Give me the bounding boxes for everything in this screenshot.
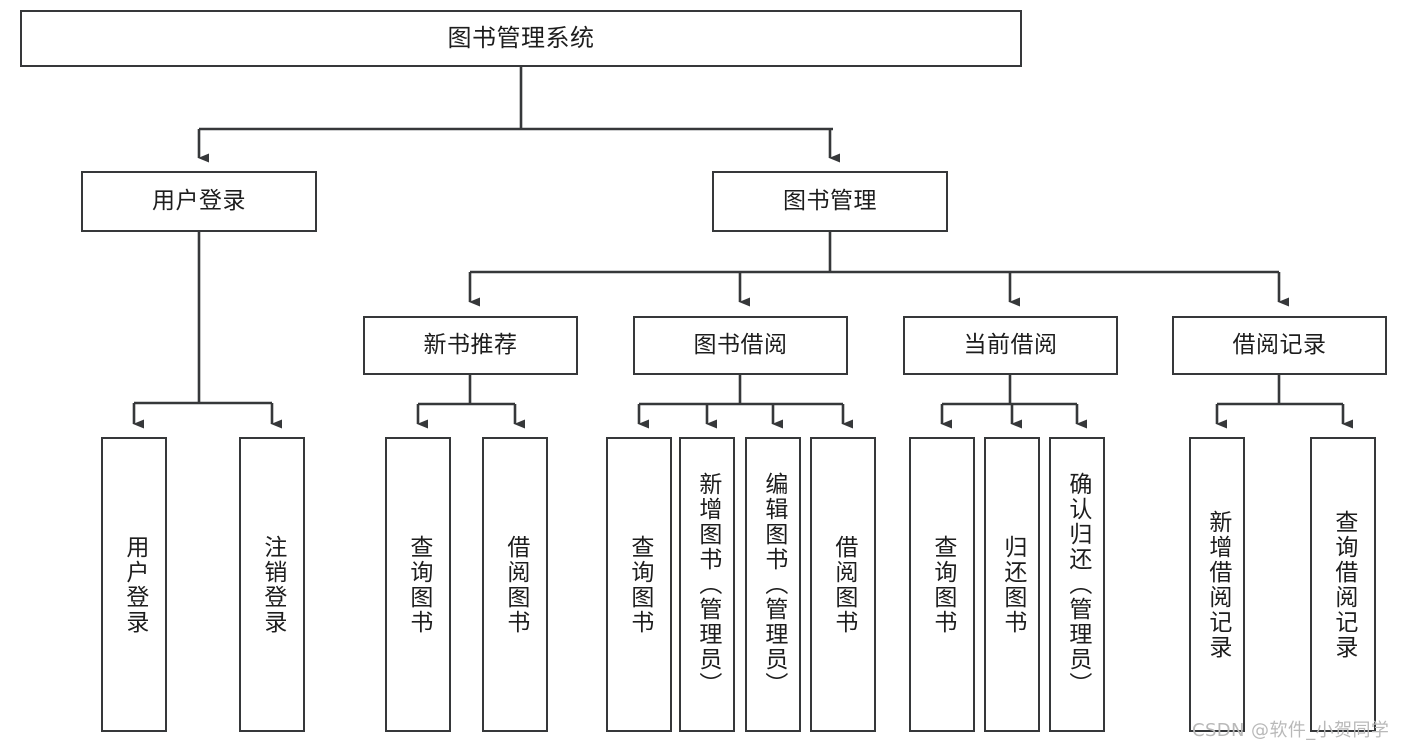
node-current-borrow-label: 当前借阅 xyxy=(963,332,1058,359)
node-root-label: 图书管理系统 xyxy=(447,23,595,52)
node-new-book-recommend[interactable]: 新书推荐 xyxy=(363,316,578,375)
leaf-return-book-label: 归还图书 xyxy=(999,534,1026,635)
leaf-user-login-label: 用户登录 xyxy=(121,534,148,635)
node-user-login[interactable]: 用户登录 xyxy=(81,171,317,232)
node-user-login-label: 用户登录 xyxy=(152,188,246,215)
node-root[interactable]: 图书管理系统 xyxy=(20,10,1022,67)
leaf-borrow-book[interactable]: 借阅图书 xyxy=(810,437,876,732)
leaf-add-book-admin[interactable]: 新增图书（管理员） xyxy=(679,437,735,732)
leaf-edit-book-admin[interactable]: 编辑图书（管理员） xyxy=(745,437,801,732)
leaf-query-book-recommend[interactable]: 查询图书 xyxy=(385,437,451,732)
node-book-management-label: 图书管理 xyxy=(783,188,877,215)
node-book-borrow[interactable]: 图书借阅 xyxy=(633,316,848,375)
leaf-edit-book-admin-label: 编辑图书（管理员） xyxy=(760,472,787,697)
leaf-query-book-current-label: 查询图书 xyxy=(929,534,956,635)
leaf-borrow-book-label: 借阅图书 xyxy=(830,534,857,635)
node-new-book-recommend-label: 新书推荐 xyxy=(423,332,518,359)
leaf-add-borrow-record-label: 新增借阅记录 xyxy=(1204,509,1231,660)
leaf-add-borrow-record[interactable]: 新增借阅记录 xyxy=(1189,437,1245,732)
leaf-query-book-current[interactable]: 查询图书 xyxy=(909,437,975,732)
leaf-query-borrow-record[interactable]: 查询借阅记录 xyxy=(1310,437,1376,732)
node-book-management[interactable]: 图书管理 xyxy=(712,171,948,232)
leaf-borrow-book-recommend-label: 借阅图书 xyxy=(502,534,529,635)
leaf-query-book-borrow-label: 查询图书 xyxy=(626,534,653,635)
leaf-user-login[interactable]: 用户登录 xyxy=(101,437,167,732)
node-borrow-record[interactable]: 借阅记录 xyxy=(1172,316,1387,375)
node-book-borrow-label: 图书借阅 xyxy=(693,332,788,359)
leaf-confirm-return-admin[interactable]: 确认归还（管理员） xyxy=(1049,437,1105,732)
leaf-confirm-return-admin-label: 确认归还（管理员） xyxy=(1064,472,1091,697)
leaf-query-book-borrow[interactable]: 查询图书 xyxy=(606,437,672,732)
leaf-query-borrow-record-label: 查询借阅记录 xyxy=(1330,509,1357,660)
leaf-return-book[interactable]: 归还图书 xyxy=(984,437,1040,732)
node-current-borrow[interactable]: 当前借阅 xyxy=(903,316,1118,375)
node-borrow-record-label: 借阅记录 xyxy=(1232,332,1327,359)
leaf-query-book-recommend-label: 查询图书 xyxy=(405,534,432,635)
leaf-borrow-book-recommend[interactable]: 借阅图书 xyxy=(482,437,548,732)
leaf-logout[interactable]: 注销登录 xyxy=(239,437,305,732)
csdn-watermark: CSDN @软件_小贺同学 xyxy=(1192,720,1390,741)
leaf-add-book-admin-label: 新增图书（管理员） xyxy=(694,472,721,697)
leaf-logout-label: 注销登录 xyxy=(259,534,286,635)
